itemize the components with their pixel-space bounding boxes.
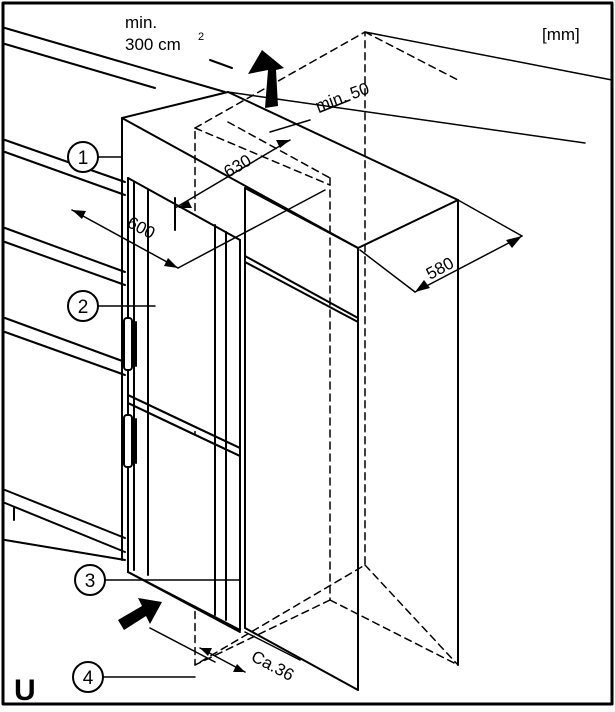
depth-580-label: 580	[423, 253, 457, 283]
upper-door-handle	[123, 317, 133, 371]
callout-2: 2	[67, 290, 156, 322]
wall-guide-lines	[227, 31, 613, 144]
vent-leader-line	[209, 59, 233, 69]
vent-label-line2: 300 cm	[125, 35, 181, 54]
callout-4-label: 4	[83, 668, 94, 689]
callout-1-label: 1	[78, 148, 89, 169]
vent-label-superscript: 2	[198, 31, 204, 43]
air-outlet-arrow	[248, 50, 284, 108]
dimension-lines	[71, 99, 523, 673]
units-label: [mm]	[542, 25, 580, 44]
cabinet-outline	[121, 91, 459, 691]
callout-4: 4	[72, 661, 196, 693]
vent-label-line1: min.	[125, 13, 157, 32]
lower-door-handle	[123, 414, 133, 468]
callout-2-label: 2	[78, 297, 89, 318]
callout-1: 1	[67, 141, 123, 173]
corner-letter: U	[14, 674, 36, 707]
callout-3-label: 3	[85, 571, 96, 592]
kitchen-cabinet-panels	[4, 27, 226, 561]
fridge-appliance	[123, 177, 241, 633]
air-inlet-arrow	[118, 598, 162, 630]
callout-3: 3	[74, 564, 241, 596]
depth-630-label: 630	[221, 151, 255, 182]
min-gap-label: min. 50	[313, 79, 372, 116]
dimension-arrowheads	[72, 140, 522, 672]
